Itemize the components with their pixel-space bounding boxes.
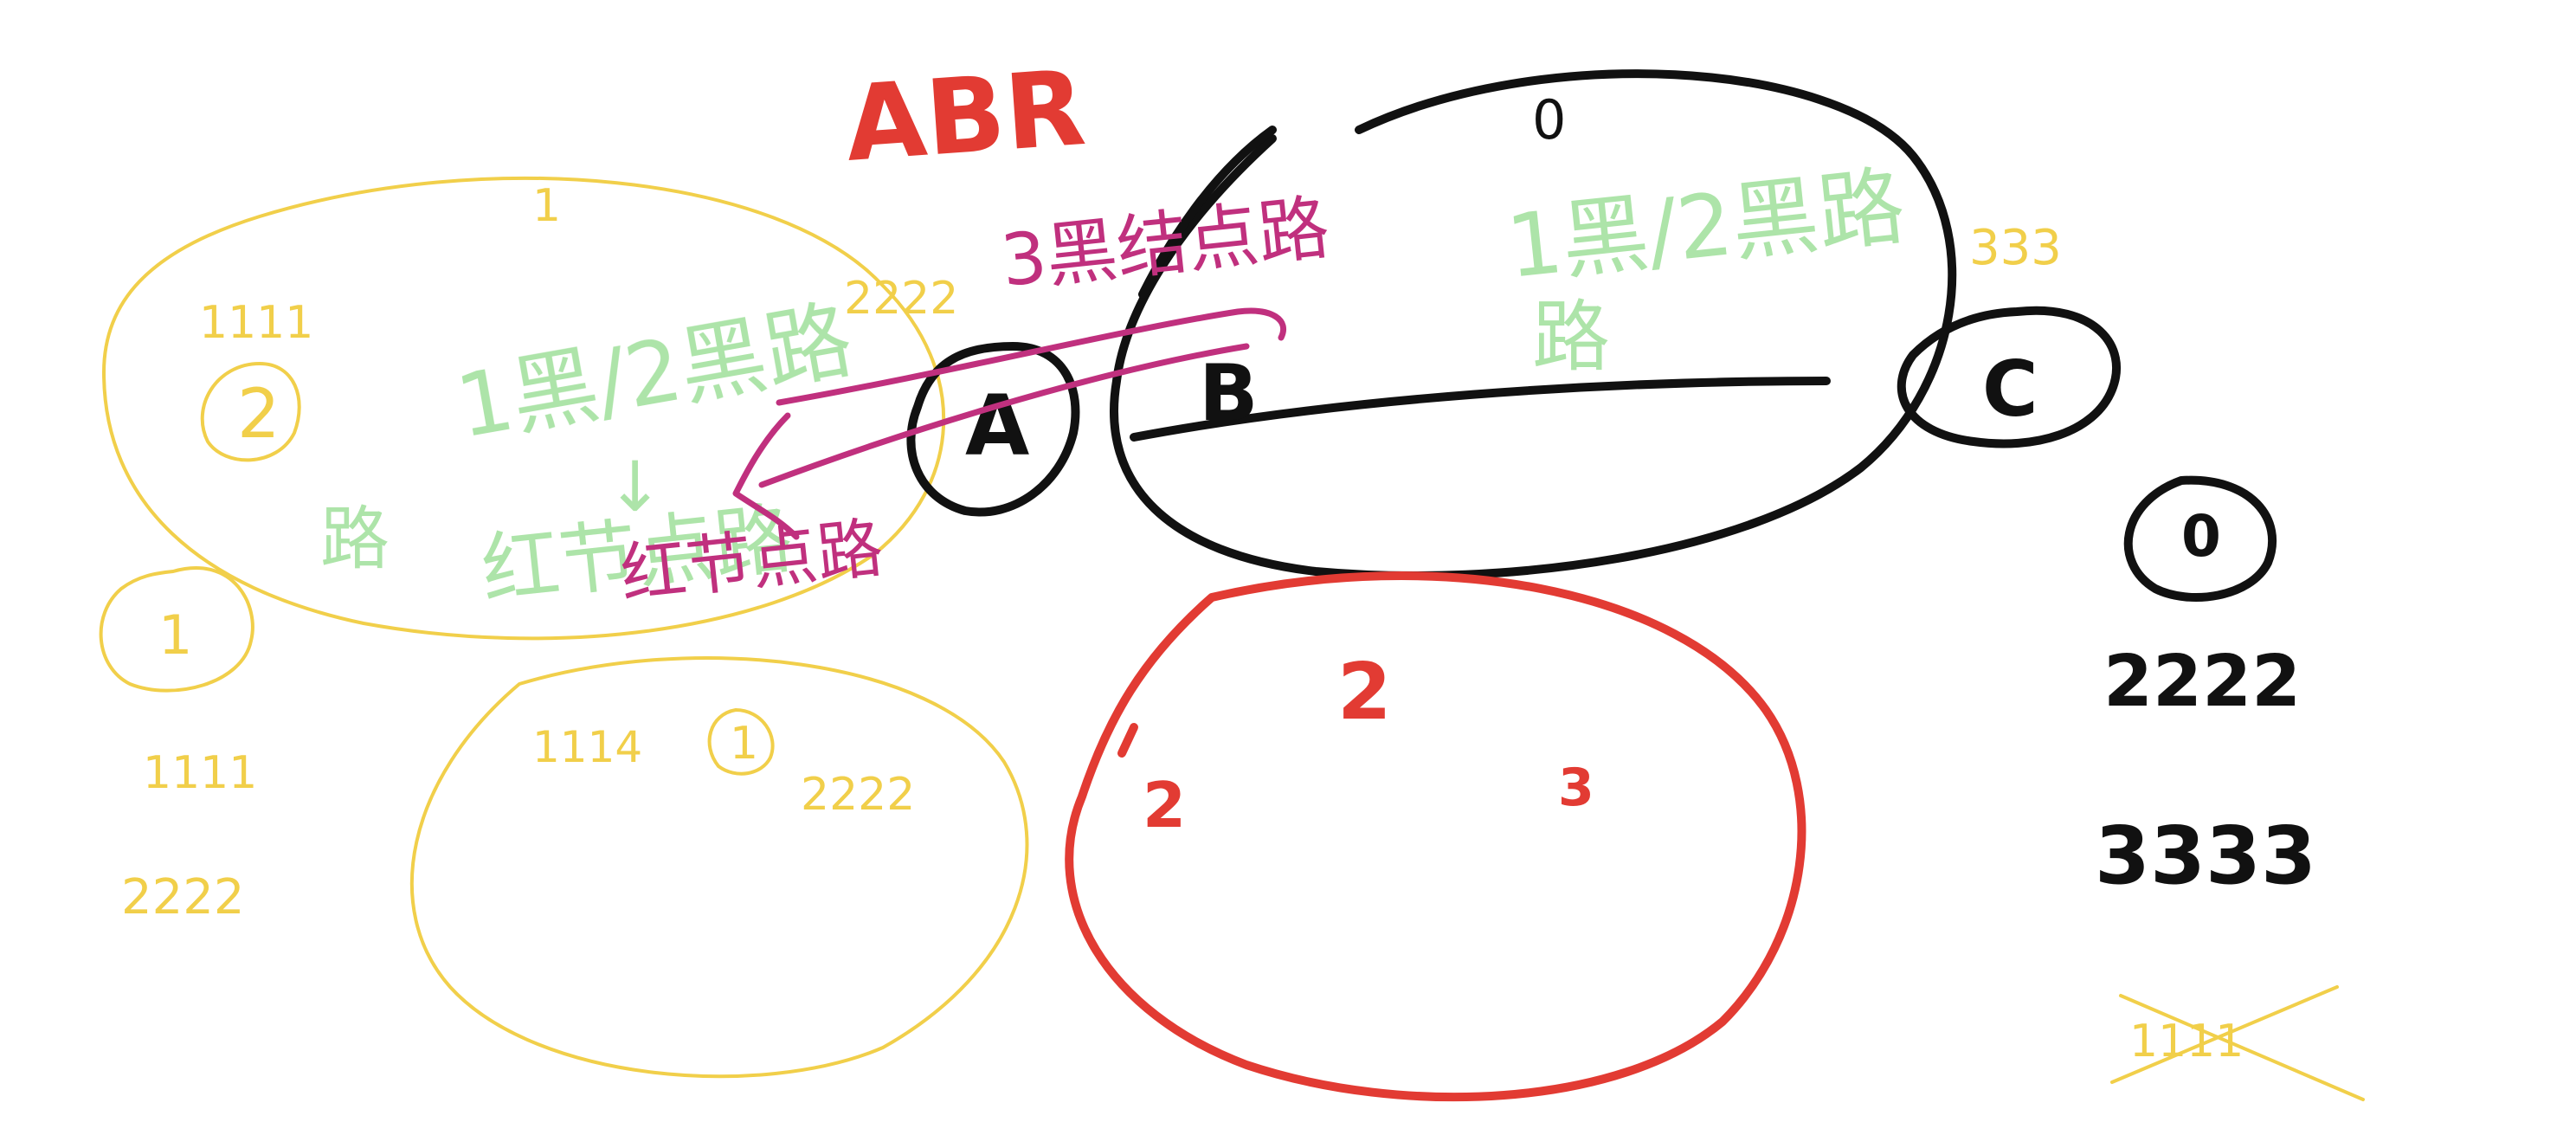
yellow-left-col-2: 2222 [121,869,245,925]
yellow-large-ellipse [102,176,945,641]
yellow-cross-line-2 [2110,985,2339,1084]
node-C-label: C [1982,345,2038,434]
yellow-ticks: 1111 [199,297,313,349]
node-top-label: 0 [1532,88,1566,152]
yellow-left-num: 1 [158,603,192,667]
black-labels: 0 A B C 0 2222 3333 [965,88,2316,902]
node-A-label: A [965,377,1029,474]
yellow-crossed-1111: 1111 [2129,1016,2244,1067]
black-node-A-circle [906,342,1080,517]
magenta-arrow-top [776,307,1286,406]
black-main-ellipse [1110,69,1957,580]
green-note-yellow-2: 路 [320,499,390,579]
black-node-C-circle [1897,306,2121,448]
yellow-left-col-1: 1111 [143,747,257,799]
black-group [906,69,2277,602]
right-3333-label: 3333 [2095,809,2316,902]
red-labels: ABR 2 2 3 [841,48,1594,842]
red-right-label: 3 [1558,758,1594,818]
yellow-cross-line-1 [2119,994,2365,1101]
yellow-circled-two: 2 [237,376,280,454]
black-arc-left [1138,126,1277,299]
node-B-label: B [1199,348,1259,439]
black-right-zero-ring [2123,475,2277,602]
magenta-group [732,307,1286,540]
red-group [1065,571,1806,1102]
yellow-lower-circle: 1 [730,718,758,770]
yellow-big-num: 1 [532,180,561,232]
black-divider-line [1130,377,1831,442]
right-zero-label: 0 [2181,503,2221,570]
yellow-lower-2: 2222 [801,769,915,821]
abr-title: ABR [841,48,1089,185]
red-large-ellipse [1065,571,1806,1102]
yellow-labels: 1 1111 2 2222 1 1111 2222 1114 1 2222 33… [121,180,2244,1067]
magenta-arrow-lower [732,412,800,540]
yellow-lower-ellipse [409,656,1029,1079]
yellow-333: 333 [1969,220,2062,276]
right-2222-label: 2222 [2103,641,2301,723]
yellow-small-circle [99,566,254,693]
red-left-tick [1117,723,1138,758]
green-notes: 1黑/2黑路 ↓ 路 红节点路 1黑/2黑路 路 [320,155,1909,616]
yellow-2222-top: 2222 [844,273,958,325]
yellow-group [99,176,2365,1101]
yellow-circled-two-ring [200,362,301,462]
red-num-top: 2 [1337,647,1392,738]
green-note-yellow-arrow: ↓ [606,447,664,527]
yellow-lower-1: 1114 [532,722,642,772]
magenta-arrow-body [758,343,1250,488]
red-left-label: 2 [1143,769,1186,842]
green-note-black-2: 路 [1532,292,1610,383]
yellow-circled-one-ring [707,708,775,776]
